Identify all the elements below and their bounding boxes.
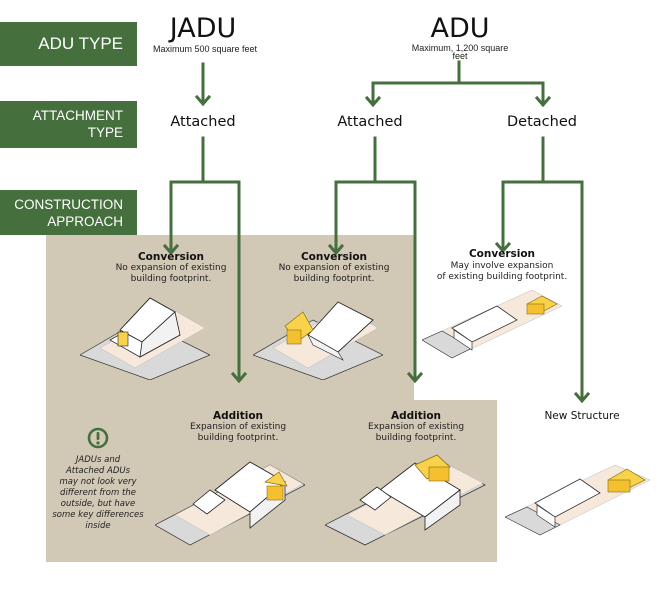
- note-line: JADUs and: [75, 455, 121, 465]
- row-label-attachment-line1: ATTACHMENT: [32, 108, 123, 123]
- note-line: some key differences: [52, 510, 144, 520]
- arrowhead-icon: [534, 95, 552, 108]
- note-line: outside, but have: [60, 499, 136, 509]
- row-label-construction-line2: APPROACH: [47, 214, 123, 229]
- desc-line: May involve expansion: [450, 261, 554, 271]
- jadu-addition-illustration: [155, 461, 305, 546]
- adu-attached-addition-illustration: [325, 454, 486, 546]
- arrowhead-icon: [194, 94, 212, 107]
- adu-attached-addition-desc: Expansion of existing building footprint…: [326, 422, 506, 444]
- attached-note: JADUs and Attached ADUs may not look ver…: [48, 455, 148, 532]
- adu-attached-conversion-desc: No expansion of existing building footpr…: [244, 263, 424, 285]
- desc-line: building footprint.: [130, 274, 212, 284]
- adu-title: ADU: [430, 13, 490, 44]
- row-label-construction-line1: CONSTRUCTION: [14, 197, 123, 212]
- row-label-construction-approach: CONSTRUCTION APPROACH: [0, 190, 137, 235]
- adu-attached-label: Attached: [337, 114, 403, 130]
- note-line: may not look very: [59, 477, 137, 487]
- adu-detached-conversion-title: Conversion: [468, 248, 536, 260]
- jadu-attached-label: Attached: [170, 114, 236, 130]
- jadu-conversion-desc: No expansion of existing building footpr…: [81, 263, 261, 285]
- note-line: inside: [85, 521, 111, 531]
- desc-line: No expansion of existing: [278, 263, 390, 273]
- adu-attached-branch: [334, 180, 417, 382]
- arrowhead-icon: [573, 391, 591, 404]
- adu-subtitle: Maximum, 1,200 square feet: [395, 43, 525, 61]
- row-label-attachment-type: ATTACHMENT TYPE: [0, 101, 137, 148]
- desc-line: building footprint.: [375, 433, 457, 443]
- adu-detached-conversion-desc: May involve expansion of existing buildi…: [412, 261, 592, 283]
- desc-line: Expansion of existing: [189, 422, 287, 432]
- desc-line: No expansion of existing: [115, 263, 227, 273]
- jadu-conversion-illustration: [80, 297, 210, 380]
- desc-line: building footprint.: [293, 274, 375, 284]
- adu-attached-addition-title: Addition: [390, 410, 442, 422]
- jadu-title: JADU: [169, 13, 237, 44]
- adu-attached-conversion-illustration: [253, 301, 383, 380]
- adu-subtitle-line2: feet: [452, 51, 468, 61]
- note-line: different from the: [60, 488, 136, 498]
- arrowhead-icon: [327, 243, 345, 256]
- note-line: Attached ADUs: [65, 466, 131, 476]
- adu-detached-branch: [501, 180, 584, 402]
- jadu-conversion-title: Conversion: [137, 251, 205, 263]
- arrowhead-icon: [162, 243, 180, 256]
- adu-detached-conversion-illustration: [422, 289, 562, 359]
- desc-line: building footprint.: [197, 433, 279, 443]
- adu-new-structure-title: New Structure: [544, 410, 620, 422]
- jadu-branch: [169, 180, 241, 382]
- arrowhead-icon: [364, 95, 382, 108]
- arrowhead-icon: [494, 241, 512, 254]
- adu-detached-label: Detached: [507, 114, 577, 130]
- desc-line: of existing building footprint.: [436, 272, 568, 282]
- row-label-attachment-line2: TYPE: [87, 125, 123, 140]
- arrowhead-icon: [230, 371, 248, 384]
- jadu-addition-desc: Expansion of existing building footprint…: [148, 422, 328, 444]
- jadu-addition-title: Addition: [212, 410, 264, 422]
- adu-subtitle-line1: Maximum, 1,200 square: [411, 43, 509, 53]
- jadu-subtitle: Maximum 500 square feet: [152, 44, 258, 54]
- adu-attached-conversion-title: Conversion: [300, 251, 368, 263]
- arrowhead-icon: [406, 371, 424, 384]
- row-label-adu-type: ADU TYPE: [0, 22, 137, 66]
- row-label-adu-type-text: ADU TYPE: [38, 34, 123, 53]
- exclamation-circle-icon: [87, 427, 109, 449]
- desc-line: Expansion of existing: [367, 422, 465, 432]
- adu-branch: [371, 81, 545, 106]
- adu-new-structure-illustration: [505, 464, 650, 536]
